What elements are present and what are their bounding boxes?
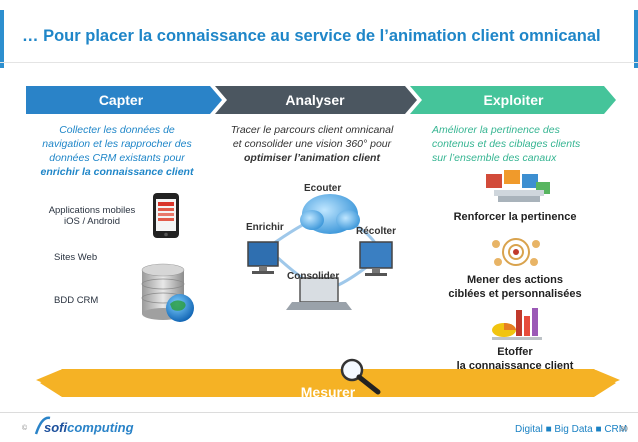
benefit-targeted-actions: Mener des actions ciblées et personnalis… — [440, 273, 590, 301]
exploiter-desc-line: sur l’ensemble des canaux — [432, 152, 557, 164]
exploiter-chevron-shape — [410, 86, 616, 114]
benefit-enrich-line: la connaissance client — [456, 360, 574, 372]
analyser-description: Tracer le parcours client omnicanal et c… — [212, 123, 412, 165]
label-recolter: Récolter — [356, 226, 397, 237]
benefit-enrich-knowledge: Etoffer la connaissance client — [440, 345, 590, 373]
copyright-mark: © — [22, 425, 28, 432]
right-accent-bar — [634, 10, 638, 68]
capter-desc-line: navigation et les rapprocher des — [42, 138, 192, 150]
exploiter-desc-line: contenus et des ciblages clients — [432, 138, 581, 150]
exploiter-desc-line: Améliorer la pertinence des — [432, 124, 560, 136]
step-capter: Capter — [98, 92, 144, 108]
footer-tagline: Digital ■ Big Data ■ CRM — [515, 424, 628, 435]
benefit-pertinence: Renforcer la pertinence — [453, 211, 577, 223]
logo-part: computing — [67, 420, 134, 435]
crm-database-label: BDD CRM — [54, 295, 99, 306]
database-globe-icon — [141, 263, 194, 322]
analyser-desc-bold: optimiser l’animation client — [244, 152, 380, 164]
title-divider — [0, 62, 638, 63]
capter-desc-bold: enrichir la connaissance client — [40, 166, 194, 178]
company-logo: soficomputing — [44, 420, 134, 435]
page-title: … Pour placer la connaissance au service… — [22, 27, 601, 45]
capter-desc-line: Collecter les données de — [59, 124, 175, 136]
step-exploiter: Exploiter — [483, 92, 544, 108]
analyser-desc-line: Tracer le parcours client omnicanal — [230, 124, 394, 136]
measure-label: Mesurer — [300, 384, 356, 400]
benefit-enrich-line: Etoffer — [497, 346, 533, 358]
exploiter-description: Améliorer la pertinence des contenus et … — [432, 123, 612, 165]
page-number: 30 — [620, 426, 628, 433]
capter-chevron-shape — [26, 86, 222, 114]
footer-divider — [0, 412, 638, 413]
mobile-apps-label: Applications mobiles iOS / Android — [42, 205, 142, 227]
analyser-desc-line: et consolider une vision 360° pour — [232, 138, 392, 150]
benefit-targeted-actions-line: Mener des actions — [467, 274, 563, 286]
magnifier-icon — [340, 358, 381, 395]
benefit-targeted-actions-line: ciblées et personnalisées — [448, 288, 582, 300]
mobile-apps-line: iOS / Android — [64, 216, 120, 227]
target-audience-icon — [492, 238, 540, 266]
websites-label: Sites Web — [54, 252, 98, 263]
analyser-chevron-shape — [215, 86, 417, 114]
mobile-apps-line: Applications mobiles — [48, 205, 136, 216]
left-accent-bar — [0, 10, 4, 68]
step-analyser: Analyser — [285, 92, 345, 108]
label-consolider: Consolider — [287, 271, 340, 282]
charts-icon — [492, 308, 542, 340]
smartphone-icon — [153, 193, 179, 238]
label-enrichir: Enrichir — [246, 222, 284, 233]
sofi-logo-swoosh-icon — [34, 416, 51, 435]
measure-arrow-shape-2 — [40, 369, 616, 397]
analysis-network-diagram — [247, 194, 393, 310]
logo-part: sofi — [44, 420, 68, 435]
capter-desc-line: données CRM existants pour — [49, 152, 185, 164]
capter-description: Collecter les données de navigation et l… — [22, 123, 212, 179]
label-ecouter: Ecouter — [304, 183, 342, 194]
people-network-icon — [486, 170, 550, 202]
